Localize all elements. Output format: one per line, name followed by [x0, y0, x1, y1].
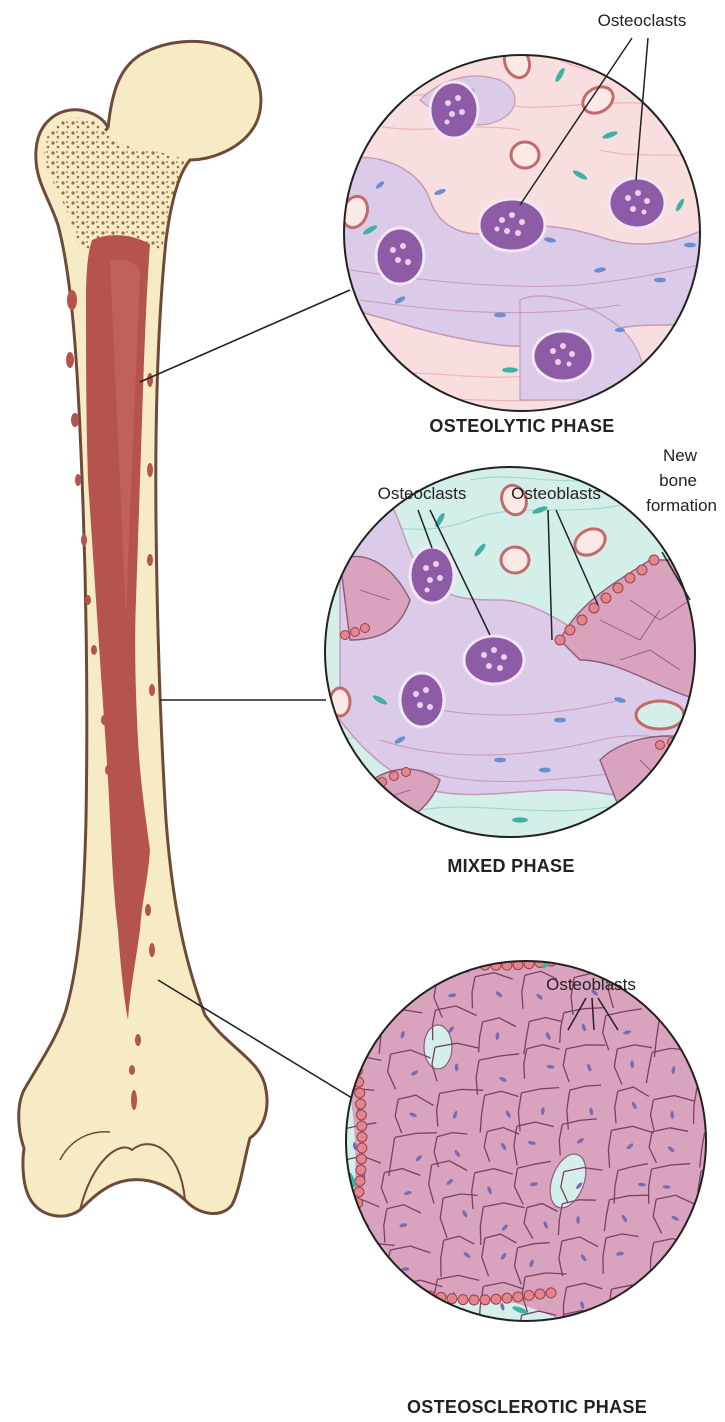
mixed-phase-circle — [325, 467, 700, 837]
osteosclerotic-phase-title: OSTEOSCLEROTIC PHASE — [407, 1397, 647, 1417]
osteosclerotic-phase-circle — [330, 940, 725, 1357]
sclerotic-osteoblasts-label: Osteoblasts — [546, 975, 636, 994]
mixed-phase-title: MIXED PHASE — [447, 856, 574, 876]
new-bone-label-line2: bone — [659, 471, 697, 490]
leader-osteolytic — [140, 290, 350, 382]
osteolytic-phase-circle — [338, 43, 720, 411]
mixed-osteoblasts-label: Osteoblasts — [511, 484, 601, 503]
new-bone-label-line3: formation — [646, 496, 717, 515]
mixed-osteoclasts-label: Osteoclasts — [378, 484, 467, 503]
osteolytic-osteoclasts-label: Osteoclasts — [598, 11, 687, 30]
new-bone-label-line1: New — [663, 446, 698, 465]
osteolytic-phase-title: OSTEOLYTIC PHASE — [429, 416, 614, 436]
femur — [19, 41, 267, 1216]
